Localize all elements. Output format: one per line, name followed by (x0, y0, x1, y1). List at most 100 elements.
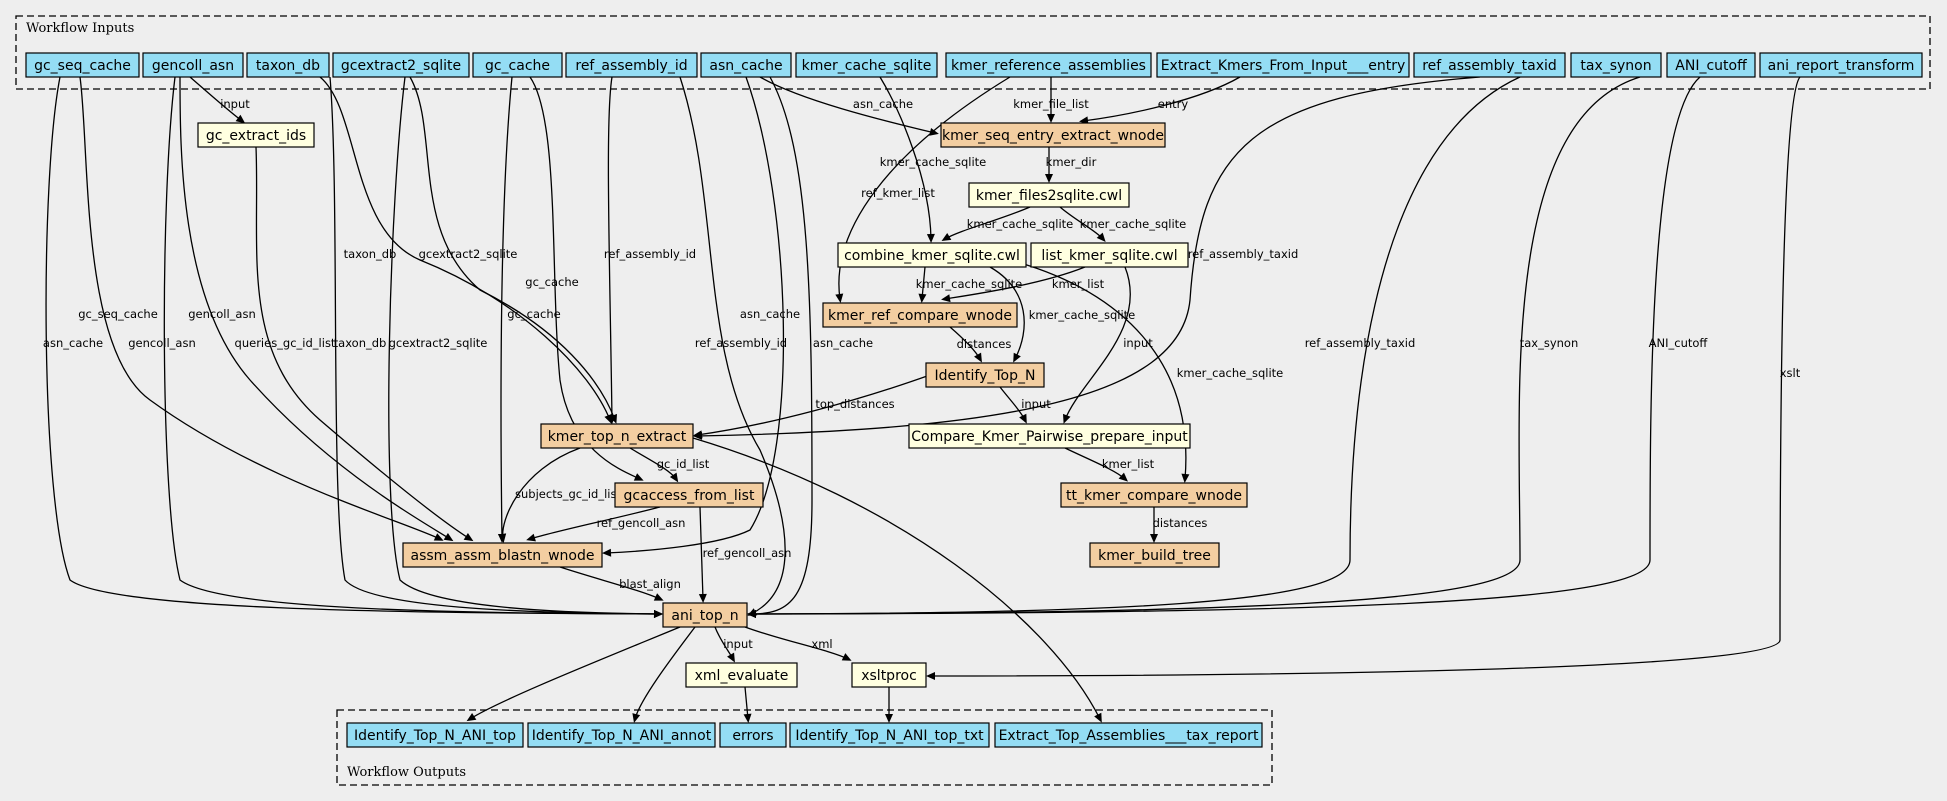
node-combine-kmer-sqlite[interactable]: combine_kmer_sqlite.cwl (837, 242, 1027, 268)
e-comparepairwise-ttkmer-label: kmer_list (1102, 457, 1155, 471)
input-ref-assembly-id[interactable]: ref_assembly_id (565, 52, 698, 78)
input-kmer-cache-sqlite[interactable]: kmer_cache_sqlite (795, 52, 938, 78)
workflow-inputs-title: Workflow Inputs (26, 21, 134, 36)
output-extract-top-assemblies-tax-report-label: Extract_Top_Assemblies___tax_report (999, 728, 1259, 744)
e-extract-kmerseq-line (1082, 76, 1241, 122)
node-gcaccess-from-list[interactable]: gcaccess_from_list (614, 482, 764, 508)
e-files2sqlite-combine-line (944, 206, 1031, 240)
e-gcaccess-blastn: ref_gencoll_asn (526, 506, 685, 542)
input-ani-report-transform[interactable]: ani_report_transform (1759, 52, 1923, 78)
edge-arrowhead (1094, 712, 1102, 723)
e-asncache-kmerseq: asn_cache (759, 76, 939, 136)
input-ref-assembly-taxid[interactable]: ref_assembly_taxid (1413, 52, 1566, 78)
e-anitopn-out-top-line (469, 626, 681, 720)
e-refassemblytaxid-kmertopn: ref_assembly_taxid (693, 76, 1481, 440)
node-compare-kmer-pairwise-label: Compare_Kmer_Pairwise_prepare_input (911, 429, 1188, 445)
e-kmerseq-files2sqlite: kmer_dir (1045, 147, 1097, 183)
edge-arrowhead (653, 609, 663, 618)
input-kmer-reference-assemblies[interactable]: kmer_reference_assemblies (945, 52, 1152, 78)
e-refassemblyid-anitopn-line (679, 76, 786, 615)
node-xsltproc[interactable]: xsltproc (851, 662, 927, 688)
input-taxon-db-label: taxon_db (256, 58, 320, 74)
e-refcompare-topn: distances (949, 326, 1011, 363)
input-gc-cache-label: gc_cache (485, 58, 550, 74)
input-taxon-db[interactable]: taxon_db (246, 52, 330, 78)
input-kmer-cache-sqlite-label: kmer_cache_sqlite (802, 58, 932, 74)
e-kmerseq-files2sqlite-label: kmer_dir (1046, 155, 1097, 169)
edge-arrowhead (653, 593, 664, 601)
edge-arrowhead (1063, 413, 1071, 424)
e-anireport-xsltproc: xslt (926, 76, 1801, 680)
e-asncache-kmerseq-line (759, 76, 936, 134)
node-combine-kmer-sqlite-label: combine_kmer_sqlite.cwl (844, 248, 1020, 264)
node-list-kmer-sqlite[interactable]: list_kmer_sqlite.cwl (1030, 242, 1189, 268)
e-refassemblytaxid-kmertopn-line (696, 76, 1481, 437)
input-tax-synon[interactable]: tax_synon (1570, 52, 1662, 78)
e-gcextract-blastn: queries_gc_id_list (235, 146, 474, 542)
input-asn-cache[interactable]: asn_cache (700, 52, 792, 78)
e-extract-kmerseq: entry (1079, 76, 1241, 125)
node-assm-assm-blastn-wnode[interactable]: assm_assm_blastn_wnode (402, 542, 603, 568)
edge-arrowhead (463, 532, 474, 542)
e-list-refcompare-label: kmer_list (1052, 277, 1105, 291)
e-blastn-anitopn-label: blast_align (619, 577, 681, 591)
e-refassemblytaxid-kmertopn-label: ref_assembly_taxid (1188, 247, 1299, 261)
e-refassemblytaxid-anitopn-line (750, 76, 1521, 615)
e-taxondb-anitopn-line (329, 76, 660, 615)
input-gencoll-asn[interactable]: gencoll_asn (142, 52, 244, 78)
node-tt-kmer-compare-wnode[interactable]: tt_kmer_compare_wnode (1060, 482, 1248, 508)
edge-arrowhead (632, 713, 641, 723)
e-gcseqcache-blastn-line (79, 76, 441, 540)
e-list-refcompare: kmer_list (941, 266, 1105, 303)
node-kmer-ref-compare-wnode[interactable]: kmer_ref_compare_wnode (822, 302, 1018, 328)
e-kmertopn-blastn-line (502, 447, 581, 540)
input-ani-cutoff[interactable]: ANI_cutoff (1666, 52, 1756, 78)
output-identify-top-n-ani-top-txt[interactable]: Identify_Top_N_ANI_top_txt (789, 722, 990, 748)
node-gc-extract-ids[interactable]: gc_extract_ids (197, 122, 315, 148)
e-gcaccess-blastn-line (529, 506, 661, 540)
node-identify-top-n[interactable]: Identify_Top_N (925, 362, 1045, 388)
e-combine-refcompare-label: kmer_cache_sqlite (916, 277, 1023, 291)
node-gc-extract-ids-label: gc_extract_ids (206, 128, 306, 144)
edge-arrowhead (1181, 473, 1190, 483)
e-gccache-gcaccess-line (529, 76, 641, 480)
e-asncache-anitopn-l-label: asn_cache (43, 336, 103, 350)
edge-arrowhead (443, 532, 454, 542)
input-extract-kmers-entry[interactable]: Extract_Kmers_From_Input___entry (1156, 52, 1410, 78)
e-gcextract2-kmertopn: gcextract2_sqlite (409, 76, 617, 424)
node-kmer-files2sqlite[interactable]: kmer_files2sqlite.cwl (968, 182, 1130, 208)
node-kmer-top-n-extract[interactable]: kmer_top_n_extract (540, 423, 694, 449)
e-gencoll-blastn-line (179, 76, 451, 540)
node-list-kmer-sqlite-label: list_kmer_sqlite.cwl (1041, 248, 1177, 264)
node-ani-top-n[interactable]: ani_top_n (662, 602, 748, 628)
output-identify-top-n-ani-annot[interactable]: Identify_Top_N_ANI_annot (527, 722, 716, 748)
node-compare-kmer-pairwise[interactable]: Compare_Kmer_Pairwise_prepare_input (908, 423, 1191, 449)
input-tax-synon-label: tax_synon (1580, 58, 1651, 74)
edge-arrowhead (926, 233, 935, 243)
edge-arrowhead (1013, 352, 1021, 363)
edge-arrowhead (1019, 413, 1027, 424)
output-errors[interactable]: errors (719, 722, 787, 748)
input-gcextract2-sqlite[interactable]: gcextract2_sqlite (332, 52, 470, 78)
e-blastn-anitopn: blast_align (559, 566, 681, 601)
node-xml-evaluate[interactable]: xml_evaluate (685, 662, 798, 688)
e-gencoll-blastn: gencoll_asn (179, 76, 454, 542)
output-identify-top-n-ani-top[interactable]: Identify_Top_N_ANI_top (346, 722, 524, 748)
node-kmer-ref-compare-wnode-label: kmer_ref_compare_wnode (828, 308, 1012, 324)
output-errors-label: errors (732, 728, 773, 744)
output-identify-top-n-ani-top-txt-label: Identify_Top_N_ANI_top_txt (795, 728, 984, 744)
e-combine-topn: kmer_cache_sqlite (989, 266, 1135, 363)
node-kmer-seq-entry-extract-wnode[interactable]: kmer_seq_entry_extract_wnode (940, 122, 1166, 148)
e-anitopn-xsltproc-label: xml (811, 637, 832, 651)
e-gencoll-blastn-label: gencoll_asn (188, 307, 256, 321)
e-anitopn-xmleval: input (714, 626, 753, 663)
input-gc-cache[interactable]: gc_cache (472, 52, 563, 78)
input-gc-seq-cache[interactable]: gc_seq_cache (25, 52, 140, 78)
e-kmerref-refcompare-label: ref_kmer_list (861, 186, 935, 200)
e-anireport-xsltproc-label: xslt (1780, 366, 1801, 380)
edge-arrowhead (1096, 232, 1106, 242)
e-topn-comparepairwise: input (999, 386, 1051, 424)
node-kmer-build-tree[interactable]: kmer_build_tree (1089, 542, 1220, 568)
output-extract-top-assemblies-tax-report[interactable]: Extract_Top_Assemblies___tax_report (994, 722, 1263, 748)
edge-arrowhead (747, 609, 757, 618)
